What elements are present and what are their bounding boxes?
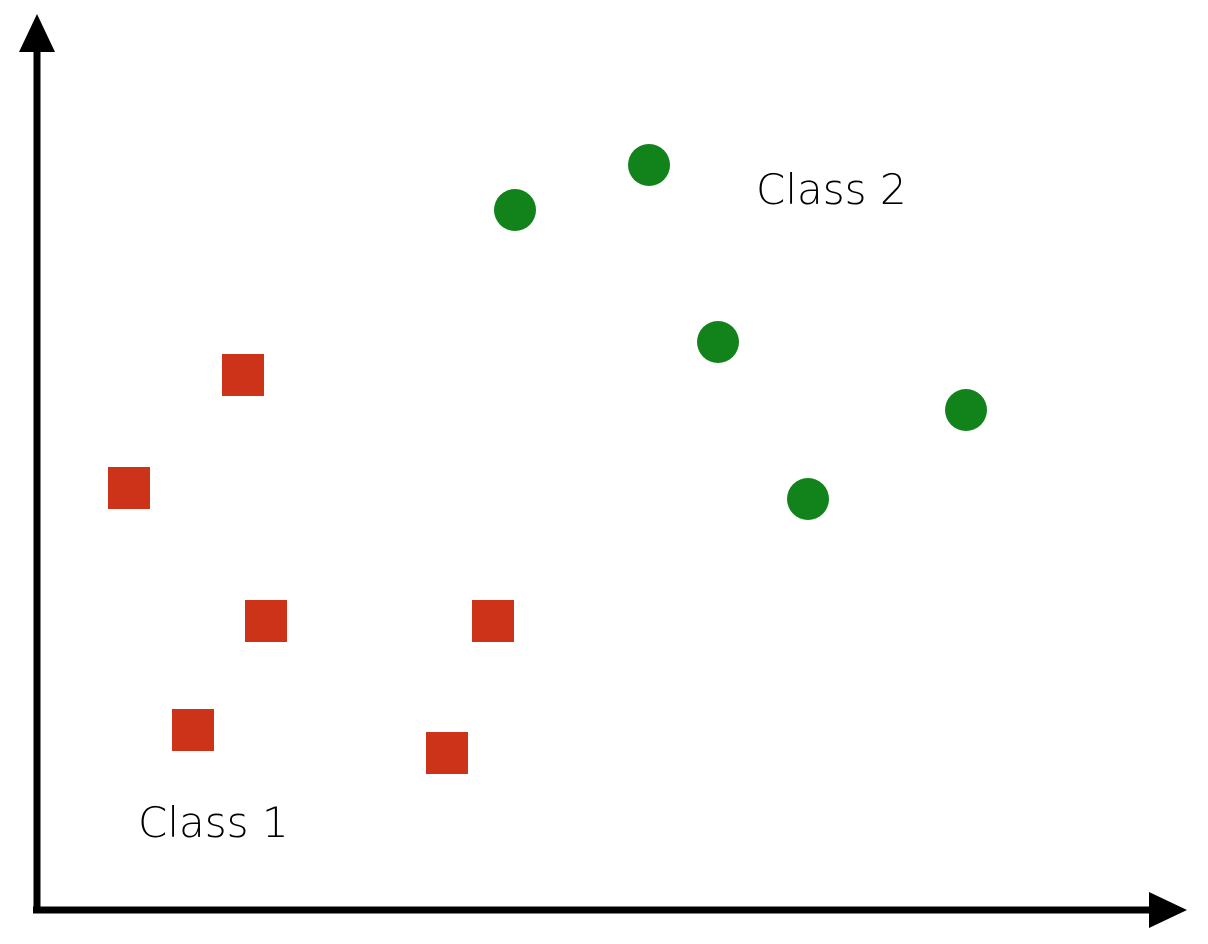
x-axis-arrow	[1149, 892, 1187, 928]
class-1-point-1	[222, 354, 264, 396]
class-2-point-3	[697, 321, 739, 363]
class-1-point-5	[172, 709, 214, 751]
class-2-label: Class 2	[756, 165, 907, 214]
class-2-point-2	[628, 144, 670, 186]
class-1-point-6	[426, 732, 468, 774]
y-axis	[19, 14, 55, 910]
data-points	[108, 144, 987, 774]
class-2-point-4	[945, 389, 987, 431]
class-1-point-4	[472, 600, 514, 642]
y-axis-arrow	[19, 14, 55, 52]
class-2-point-5	[787, 478, 829, 520]
class-1-point-3	[245, 600, 287, 642]
class-1-label: Class 1	[138, 798, 289, 847]
x-axis	[33, 892, 1187, 928]
class-1-point-2	[108, 467, 150, 509]
class-2-point-1	[494, 189, 536, 231]
